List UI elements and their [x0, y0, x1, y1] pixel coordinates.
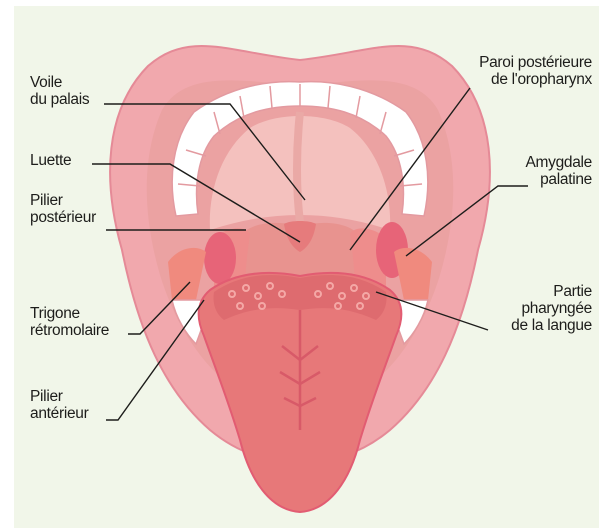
- label-pilier-anterieur: Pilier antérieur: [30, 388, 88, 422]
- palate-raphe: [297, 112, 300, 222]
- left-tonsil: [204, 232, 236, 284]
- label-pilier-posterieur: Pilier postérieur: [30, 192, 96, 226]
- label-voile-du-palais: Voile du palais: [30, 74, 89, 108]
- label-amygdale-palatine: Amygdale palatine: [525, 154, 592, 188]
- label-partie-pharyngee: Partie pharyngée de la langue: [511, 283, 592, 334]
- label-trigone-retromolaire: Trigone rétromolaire: [30, 305, 109, 339]
- label-paroi-posterieure: Paroi postérieure de l'oropharynx: [479, 54, 592, 88]
- label-luette: Luette: [30, 152, 71, 169]
